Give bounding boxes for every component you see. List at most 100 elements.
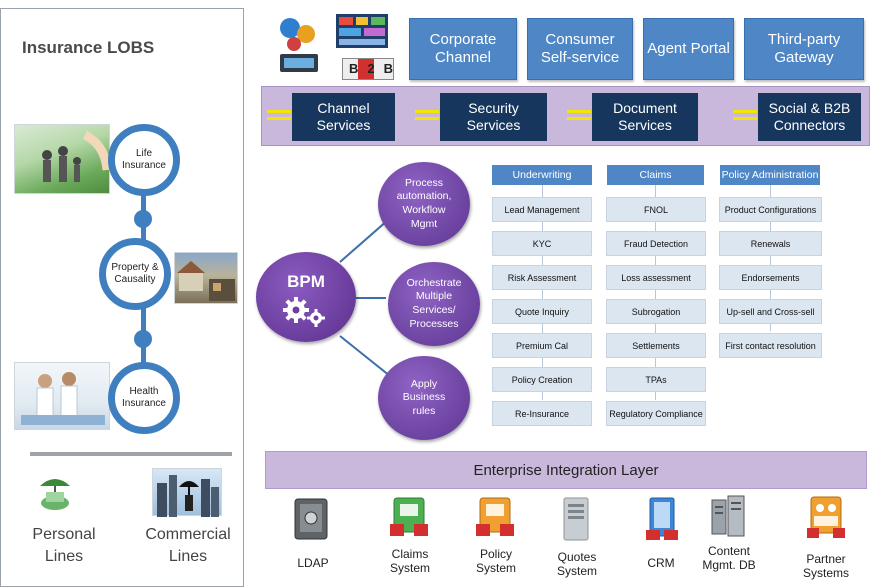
social-media-icons [280, 18, 318, 72]
system-claims-label[interactable]: Claims System [389, 547, 430, 576]
lob-health-insurance-label: Health Insurance [122, 386, 166, 409]
connector-icon [733, 117, 757, 120]
connector-icon [733, 110, 757, 113]
channel-agent-portal[interactable]: Agent Portal [643, 18, 734, 80]
channel-third-party-gateway[interactable]: Third-party Gateway [744, 18, 864, 80]
lob-life-insurance[interactable]: Life Insurance [108, 124, 180, 196]
orchestrate-services-label: Orchestrate Multiple Services/ Processes [406, 276, 462, 330]
process-step-item[interactable]: Risk Assessment [492, 265, 592, 290]
column-header-claims-label: Claims [639, 169, 672, 181]
b2b-icon: B2B [342, 58, 394, 80]
process-automation-label: Process automation, Workflow Mgmt [396, 176, 452, 230]
process-step-item[interactable]: Quote Inquiry [492, 299, 592, 324]
process-step-item[interactable]: Fraud Detection [606, 231, 706, 256]
process-step-item[interactable]: Up-sell and Cross-sell [719, 299, 822, 324]
service-social-b2b-label: Social & B2B Connectors [768, 99, 851, 134]
service-social-b2b[interactable]: Social & B2B Connectors [758, 93, 861, 141]
column-header-policy-administration[interactable]: Policy Administration [720, 165, 820, 185]
commercial-lines-label: Commercial Lines [145, 526, 231, 565]
claims-system-icon [390, 497, 428, 536]
web-collage-icon [336, 14, 388, 48]
column-header-claims[interactable]: Claims [607, 165, 704, 185]
process-step-item[interactable]: TPAs [606, 367, 706, 392]
gears-icon [283, 297, 325, 327]
connector-icon [415, 110, 439, 113]
connector-icon [267, 117, 291, 120]
commercial-lines-photo [152, 468, 222, 517]
lob-property-causality-label: Property & Causality [111, 262, 159, 285]
process-automation-node[interactable]: Process automation, Workflow Mgmt [378, 162, 470, 246]
doctors-photo [14, 362, 110, 430]
family-photo [14, 124, 112, 194]
channel-corporate-label: Corporate Channel [429, 31, 497, 66]
process-step-item[interactable]: Policy Creation [492, 367, 592, 392]
underwriting-column-line [542, 185, 543, 400]
service-security[interactable]: Security Services [440, 93, 547, 141]
house-icon [177, 261, 235, 301]
bpm-hub[interactable]: BPM [256, 252, 356, 342]
personal-lines-icon [40, 479, 70, 510]
family-icon [42, 130, 112, 182]
process-step-item[interactable]: Endorsements [719, 265, 822, 290]
lob-life-insurance-label: Life Insurance [122, 148, 166, 171]
business-rules-node[interactable]: Apply Business rules [378, 356, 470, 440]
property-photo [174, 252, 238, 304]
enterprise-integration-layer-label: Enterprise Integration Layer [473, 461, 659, 479]
process-step-item[interactable]: Lead Management [492, 197, 592, 222]
column-header-underwriting[interactable]: Underwriting [492, 165, 592, 185]
policy-admin-column-line [770, 185, 771, 331]
service-channel[interactable]: Channel Services [292, 93, 395, 141]
service-document[interactable]: Document Services [592, 93, 698, 141]
system-partner-label[interactable]: Partner Systems [802, 552, 849, 581]
system-quotes-label[interactable]: Quotes System [556, 550, 597, 579]
database-icon [711, 495, 745, 537]
channel-corporate[interactable]: Corporate Channel [409, 18, 517, 80]
connector-icon [567, 117, 591, 120]
doctors-icon [21, 372, 105, 425]
lob-property-causality[interactable]: Property & Causality [99, 238, 171, 310]
policy-system-icon [476, 497, 514, 536]
channel-third-party-gateway-label: Third-party Gateway [767, 31, 841, 66]
partner-systems-icon [807, 496, 845, 538]
process-step-item[interactable]: Re-Insurance [492, 401, 592, 426]
server-icon [563, 497, 589, 541]
lob-health-insurance[interactable]: Health Insurance [108, 362, 180, 434]
service-document-label: Document Services [613, 99, 677, 134]
business-rules-label: Apply Business rules [402, 377, 446, 417]
process-step-item[interactable]: Loss assessment [606, 265, 706, 290]
process-step-item[interactable]: Settlements [606, 333, 706, 358]
connector-icon [415, 117, 439, 120]
channel-consumer-self-service[interactable]: Consumer Self-service [527, 18, 633, 80]
process-step-item[interactable]: Premium Cal [492, 333, 592, 358]
enterprise-integration-layer[interactable]: Enterprise Integration Layer [265, 451, 867, 489]
process-step-item[interactable]: KYC [492, 231, 592, 256]
system-crm-label[interactable]: CRM [647, 556, 675, 570]
claims-column-line [655, 185, 656, 400]
process-step-item[interactable]: Renewals [719, 231, 822, 256]
service-security-label: Security Services [466, 99, 521, 134]
lob-dot-1 [134, 210, 152, 228]
process-step-item[interactable]: FNOL [606, 197, 706, 222]
column-header-policy-administration-label: Policy Administration [721, 169, 819, 181]
system-policy-label[interactable]: Policy System [475, 547, 516, 576]
b2b-label: B2B [342, 58, 394, 80]
process-step-item[interactable]: Subrogation [606, 299, 706, 324]
process-step-item[interactable]: First contact resolution [719, 333, 822, 358]
connector-icon [267, 110, 291, 113]
channel-agent-portal-label: Agent Portal [647, 40, 730, 57]
system-ldap-label[interactable]: LDAP [297, 556, 329, 570]
crm-icon [646, 497, 678, 540]
lob-dot-2 [134, 330, 152, 348]
service-channel-label: Channel Services [316, 99, 371, 134]
channel-consumer-self-service-label: Consumer Self-service [540, 31, 620, 66]
lobs-separator [30, 452, 232, 456]
bpm-label: BPM [287, 272, 325, 291]
process-step-item[interactable]: Regulatory Compliance [606, 401, 706, 426]
umbrella-man-icon [157, 475, 219, 517]
lobs-title: Insurance LOBS [22, 38, 155, 57]
process-step-item[interactable]: Product Configurations [719, 197, 822, 222]
orchestrate-services-node[interactable]: Orchestrate Multiple Services/ Processes [388, 262, 480, 346]
system-content-mgmt-label[interactable]: Content Mgmt. DB [702, 544, 756, 573]
safe-icon [294, 498, 328, 540]
